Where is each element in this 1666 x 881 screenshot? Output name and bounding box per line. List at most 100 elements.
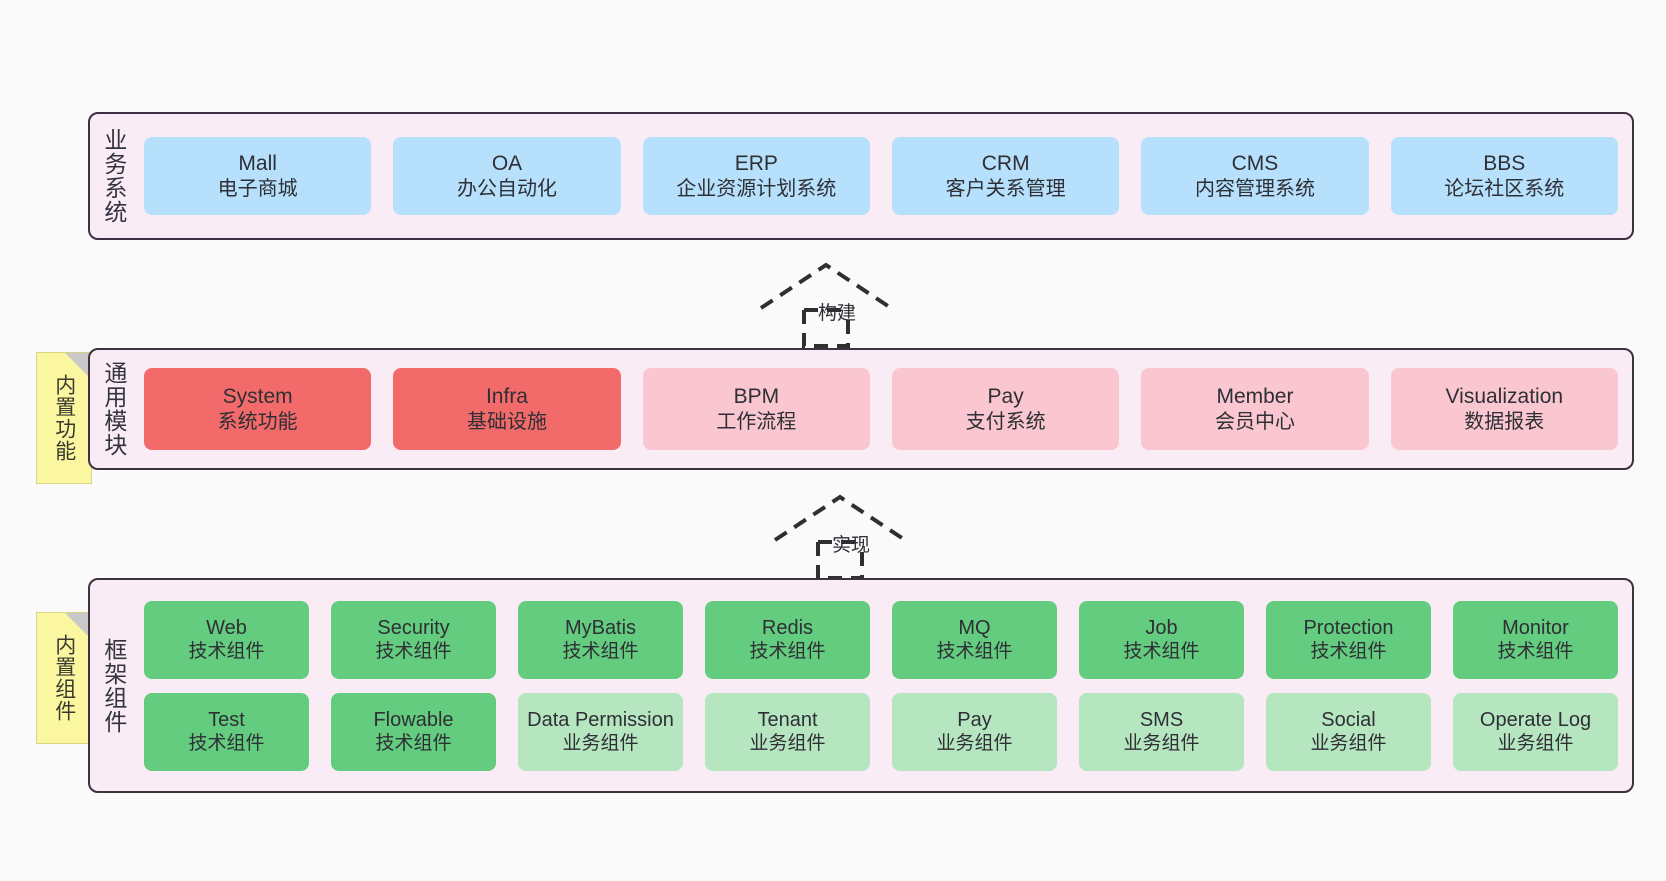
module-box-infra[interactable]: Infra 基础设施 [393,368,621,450]
component-name: Web [206,616,247,639]
sticky-note-builtin-features: 内置功能 [36,352,92,484]
sticky-fold-corner-icon [65,613,91,639]
component-subtitle: 业务组件 [936,733,1013,755]
module-box-member[interactable]: Member 会员中心 [1141,368,1369,450]
module-subtitle: 办公自动化 [456,177,557,200]
component-subtitle: 技术组件 [375,733,452,755]
module-subtitle: 客户关系管理 [945,177,1066,200]
module-name: CRM [981,152,1030,175]
component-name: Redis [761,616,814,639]
component-name: Pay [957,708,992,731]
component-subtitle: 技术组件 [188,733,265,755]
module-name: CMS [1231,152,1279,175]
module-name: Mall [238,152,277,175]
component-name: Social [1321,708,1376,731]
component-name: Test [208,708,245,731]
module-subtitle: 会员中心 [1214,410,1295,433]
layer-panel-framework: 框架组件 Web 技术组件 Security 技术组件 MyBatis 技术组件… [88,578,1634,793]
component-box-redis[interactable]: Redis 技术组件 [705,600,870,679]
module-box-pay[interactable]: Pay 支付系统 [891,368,1120,450]
component-name: MyBatis [564,616,637,639]
component-subtitle: 技术组件 [749,641,826,663]
module-subtitle: 工作流程 [716,410,797,433]
module-box-system[interactable]: System 系统功能 [144,368,372,450]
component-box-mybatis[interactable]: MyBatis 技术组件 [518,600,683,679]
component-name: Protection [1303,616,1394,639]
component-subtitle: 技术组件 [936,641,1013,663]
component-name: Flowable [373,708,454,731]
component-subtitle: 技术组件 [1497,641,1574,663]
component-box-web[interactable]: Web 技术组件 [144,600,309,679]
module-subtitle: 基础设施 [466,410,547,433]
module-box-crm[interactable]: CRM 客户关系管理 [891,137,1120,215]
module-name: Visualization [1445,385,1564,408]
component-box-tenant[interactable]: Tenant 业务组件 [705,692,870,771]
module-name: Pay [987,385,1024,408]
module-box-cms[interactable]: CMS 内容管理系统 [1141,137,1369,215]
module-box-oa[interactable]: OA 办公自动化 [393,137,621,215]
connector-build-shape [759,262,893,348]
layer-body-business: Mall 电子商城 OA 办公自动化 ERP 企业资源计划系统 CRM 客户关系… [136,114,1632,238]
module-name: OA [491,152,523,175]
module-name: Member [1216,385,1294,408]
component-name: Data Permission [527,708,674,731]
module-subtitle: 系统功能 [217,410,298,433]
component-name: Job [1145,616,1178,639]
component-subtitle: 业务组件 [1497,733,1574,755]
component-box-mq[interactable]: MQ 技术组件 [892,600,1057,679]
component-name: MQ [958,616,991,639]
component-box-operate-log[interactable]: Operate Log 业务组件 [1453,692,1618,771]
component-name: Monitor [1502,616,1569,639]
module-box-mall[interactable]: Mall 电子商城 [144,137,372,215]
module-name: System [222,385,293,408]
framework-row-technical: Web 技术组件 Security 技术组件 MyBatis 技术组件 Redi… [144,600,1618,679]
component-box-monitor[interactable]: Monitor 技术组件 [1453,600,1618,679]
module-name: BPM [733,385,780,408]
component-box-data-permission[interactable]: Data Permission 业务组件 [518,692,683,771]
connector-build-label: 构建 [818,303,857,324]
layer-body-framework: Web 技术组件 Security 技术组件 MyBatis 技术组件 Redi… [136,580,1632,791]
sticky-note-label: 内置组件 [52,634,76,722]
layer-panel-common: 通用模块 System 系统功能 Infra 基础设施 BPM 工作流程 Pay… [88,348,1634,470]
module-subtitle: 数据报表 [1464,410,1545,433]
module-subtitle: 内容管理系统 [1194,177,1315,200]
component-box-pay[interactable]: Pay 业务组件 [892,692,1057,771]
layer-title-common: 通用模块 [100,361,127,457]
module-box-bbs[interactable]: BBS 论坛社区系统 [1390,137,1618,215]
connector-build: 构建 [756,258,906,348]
component-box-social[interactable]: Social 业务组件 [1266,692,1431,771]
module-box-erp[interactable]: ERP 企业资源计划系统 [642,137,870,215]
module-subtitle: 企业资源计划系统 [676,177,837,200]
sticky-note-builtin-components: 内置组件 [36,612,92,744]
component-box-sms[interactable]: SMS 业务组件 [1079,692,1244,771]
sticky-note-label: 内置功能 [52,374,76,462]
module-box-visualization[interactable]: Visualization 数据报表 [1390,368,1618,450]
connector-implement-label: 实现 [832,535,871,556]
connector-implement: 实现 [770,490,920,580]
component-subtitle: 技术组件 [562,641,639,663]
module-name: Infra [485,385,528,408]
component-box-job[interactable]: Job 技术组件 [1079,600,1244,679]
component-box-security[interactable]: Security 技术组件 [331,600,496,679]
component-subtitle: 业务组件 [749,733,826,755]
layer-body-common: System 系统功能 Infra 基础设施 BPM 工作流程 Pay 支付系统… [136,350,1632,468]
component-box-flowable[interactable]: Flowable 技术组件 [331,692,496,771]
layer-title-business: 业务系统 [100,128,127,224]
module-box-bpm[interactable]: BPM 工作流程 [642,368,870,450]
framework-row-business: Test 技术组件 Flowable 技术组件 Data Permission … [144,692,1618,771]
component-name: SMS [1139,708,1184,731]
layer-title-framework: 框架组件 [100,637,127,734]
component-name: Security [377,616,450,639]
component-subtitle: 业务组件 [1123,733,1200,755]
component-subtitle: 技术组件 [1310,641,1387,663]
component-name: Tenant [757,708,818,731]
component-subtitle: 技术组件 [375,641,452,663]
module-name: ERP [734,152,778,175]
component-box-protection[interactable]: Protection 技术组件 [1266,600,1431,679]
module-subtitle: 论坛社区系统 [1444,177,1565,200]
component-box-test[interactable]: Test 技术组件 [144,692,309,771]
module-name: BBS [1483,152,1526,175]
layer-panel-business: 业务系统 Mall 电子商城 OA 办公自动化 ERP 企业资源计划系统 CRM… [88,112,1634,240]
component-subtitle: 业务组件 [1310,733,1387,755]
